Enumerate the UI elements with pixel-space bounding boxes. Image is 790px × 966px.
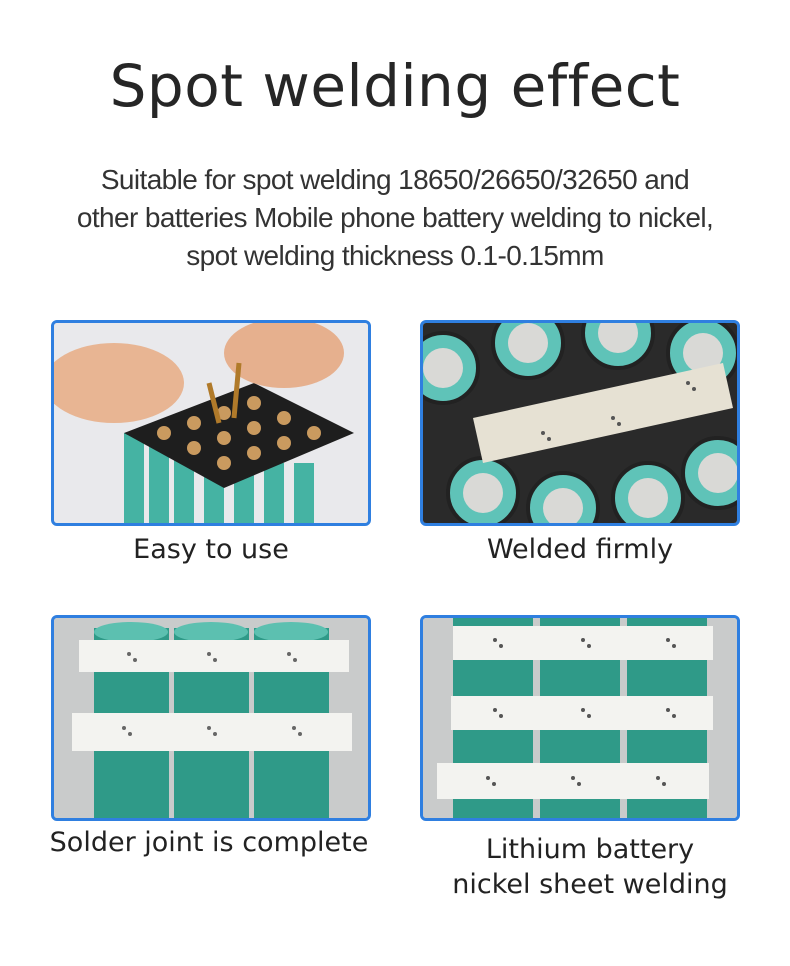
caption-solder-joint: Solder joint is complete	[49, 827, 369, 858]
subtitle-line-3: spot welding thickness 0.1-0.15mm	[186, 240, 604, 271]
caption-welded-firmly: Welded firmly	[486, 534, 674, 565]
caption-lithium-line-2: nickel sheet welding	[452, 869, 728, 900]
subtitle-line-2: other batteries Mobile phone battery wel…	[76, 202, 714, 233]
caption-easy-to-use: Easy to use	[133, 534, 289, 565]
photo-solder-joint	[51, 615, 371, 821]
photo-easy-to-use	[51, 320, 371, 526]
photo-welded-firmly	[420, 320, 740, 526]
caption-lithium-line-1: Lithium battery	[485, 834, 695, 865]
photo-nickel-sheet-welding	[420, 615, 740, 821]
subtitle-line-1: Suitable for spot welding 18650/26650/32…	[100, 164, 690, 195]
page-title: Spot welding effect	[109, 52, 681, 120]
